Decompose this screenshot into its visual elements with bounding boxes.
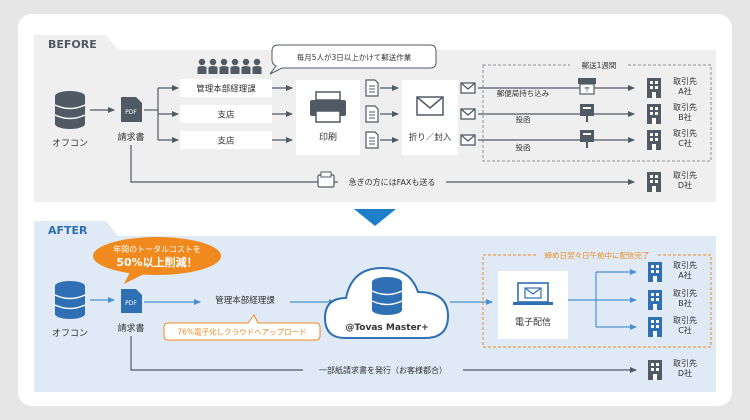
before-document-label: 請求書 bbox=[117, 131, 144, 143]
route-label-1: 郵便局持ち込み bbox=[497, 88, 550, 98]
paper-note: 一部紙請求書を発行（お客様都合） bbox=[319, 365, 447, 375]
svg-text:PDF: PDF bbox=[125, 109, 137, 116]
envelope-icon-1 bbox=[460, 82, 476, 94]
document-icon-3 bbox=[365, 131, 379, 149]
svg-text:PDF: PDF bbox=[125, 300, 137, 307]
svg-text:毎月5人が3日以上かけて郵送作業: 毎月5人が3日以上かけて郵送作業 bbox=[297, 52, 412, 62]
cloud-service-name: @Tovas Master+ bbox=[345, 323, 428, 333]
print-label: 印刷 bbox=[319, 131, 337, 143]
post-office-icon: 〒 bbox=[578, 78, 596, 95]
database-icon-after bbox=[54, 280, 86, 320]
printer-icon bbox=[310, 91, 346, 123]
postal-group-box bbox=[482, 64, 712, 162]
before-label: BEFORE bbox=[48, 38, 97, 51]
database-icon bbox=[54, 90, 86, 130]
cloud-database-icon bbox=[371, 276, 403, 316]
building-icon-b bbox=[647, 104, 661, 124]
down-triangle-icon bbox=[354, 209, 396, 226]
building-icon-c bbox=[647, 130, 661, 150]
branch-label-1: 管理本部経理課 bbox=[196, 84, 256, 95]
paper-route-line bbox=[130, 336, 637, 373]
route-label-2: 投函 bbox=[516, 114, 531, 124]
svg-text:76%電子化しクラウドへアップロード: 76%電子化しクラウドへアップロード bbox=[177, 327, 306, 337]
after-label: AFTER bbox=[48, 224, 88, 237]
document-icon-1 bbox=[365, 79, 379, 97]
cost-bubble: 年間のトータルコストを 50%以上削減！ bbox=[93, 237, 221, 284]
fax-icon bbox=[317, 171, 335, 188]
after-dept-label: 管理本部経理課 bbox=[215, 295, 275, 306]
pdf-icon: PDF bbox=[121, 97, 142, 122]
building-icon-a bbox=[647, 78, 661, 98]
building-icon-d-after bbox=[648, 360, 662, 380]
delivery-group-label: 締め日翌々日午前中に配信完了 bbox=[545, 250, 650, 260]
upload-note-bubble: 76%電子化しクラウドへアップロード bbox=[163, 314, 321, 341]
fax-route-line bbox=[130, 145, 635, 185]
branch-label-2: 支店 bbox=[217, 110, 235, 121]
delivery-label: 電子配信 bbox=[515, 316, 551, 328]
before-source-label: オフコン bbox=[52, 138, 88, 149]
route-label-3: 投函 bbox=[516, 142, 531, 152]
postal-group-label: 郵送1週間 bbox=[582, 60, 617, 70]
laptop-mail-icon bbox=[513, 282, 553, 305]
svg-text:〒: 〒 bbox=[584, 86, 591, 94]
building-icon-c-after bbox=[648, 317, 662, 337]
building-icon-d bbox=[647, 172, 661, 192]
branch-box-1 bbox=[180, 79, 272, 97]
building-icon-a-after bbox=[648, 262, 662, 282]
fold-label: 折り／封入 bbox=[409, 132, 452, 143]
svg-text:年間のトータルコストを: 年間のトータルコストを bbox=[113, 244, 201, 254]
mail-icon bbox=[416, 96, 444, 116]
people-note-bubble: 毎月5人が3日以上かけて郵送作業 bbox=[269, 44, 437, 75]
after-document-label: 請求書 bbox=[117, 322, 144, 334]
building-icon-b-after bbox=[648, 290, 662, 310]
svg-text:50%以上削減！: 50%以上削減！ bbox=[116, 255, 197, 269]
document-icon-2 bbox=[365, 105, 379, 123]
branch-label-3: 支店 bbox=[217, 136, 235, 147]
fax-note: 急ぎの方にはFAXも送る bbox=[349, 177, 436, 187]
envelope-icon-2 bbox=[460, 108, 476, 120]
envelope-icon-3 bbox=[460, 134, 476, 146]
pdf-icon-after: PDF bbox=[121, 289, 142, 313]
branch-box-2 bbox=[180, 105, 272, 123]
branch-box-3 bbox=[180, 131, 272, 149]
after-source-label: オフコン bbox=[52, 328, 88, 339]
fold-box bbox=[402, 80, 458, 155]
